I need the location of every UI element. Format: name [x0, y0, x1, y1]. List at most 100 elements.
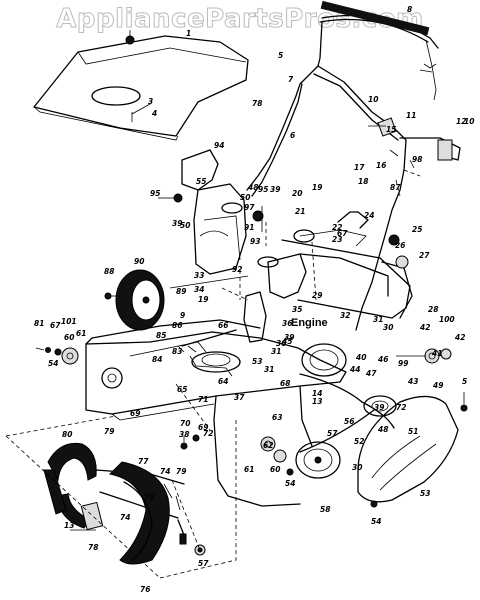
callout-number: 80 [62, 430, 72, 439]
callout-number: 69 [130, 409, 140, 418]
callout-number: 49 [433, 381, 443, 390]
callout-number: 53 [420, 489, 430, 498]
callout-number: 19 [312, 183, 322, 192]
callout-number: 39 [374, 403, 384, 412]
callout-number: 10 [368, 95, 378, 104]
callout-number: 86 [172, 321, 182, 330]
callout-number: 76 [140, 585, 150, 594]
callout-number: 17 [354, 163, 365, 172]
callout-number: 95 [150, 189, 160, 198]
callout-number: 39 [284, 333, 294, 342]
callout-number: 68 [280, 379, 290, 388]
callout-number: 66 [218, 321, 228, 330]
callout-number: 77 [138, 457, 149, 466]
callout-number: 67 [50, 321, 61, 330]
callout-number: 39 [270, 185, 280, 194]
callout-number: 7 [288, 75, 294, 84]
callout-number: 72 [396, 403, 406, 412]
callout-number: 92 [232, 265, 242, 274]
callout-number: 63 [272, 413, 282, 422]
callout-number: 6 [290, 131, 295, 140]
callout-number: 93 [250, 237, 260, 246]
callout-number: 48 [248, 183, 258, 192]
callout-number: 16 [376, 161, 386, 170]
callout-number: 71 [198, 395, 208, 404]
wheel [104, 269, 249, 331]
callout-number: 31 [271, 347, 281, 356]
callout-number: 15 [386, 125, 396, 134]
callout-number: 91 [244, 223, 254, 232]
callout-number: 42 [455, 333, 465, 342]
callout-number: 65 [177, 385, 187, 394]
callout-number: 19 [198, 295, 208, 304]
discharge-chute [158, 149, 264, 275]
callout-number: 99 [398, 359, 408, 368]
callout-number: 43 [408, 377, 418, 386]
callout-number: 26 [395, 241, 405, 250]
callout-number: 34 [194, 285, 204, 294]
handle-assembly [246, 0, 461, 331]
callout-number: 45 [282, 337, 292, 346]
callout-number: 5 [462, 377, 467, 386]
callout-number: 97 [244, 203, 255, 212]
callout-number: 14 [312, 389, 322, 398]
callout-number: 84 [152, 355, 162, 364]
alignment-lines [5, 169, 421, 579]
callout-number: 13 [312, 397, 322, 406]
callout-number: 30 [352, 463, 362, 472]
callout-number: 79 [176, 467, 186, 476]
callout-number: 60 [270, 465, 280, 474]
callout-number: 8 [407, 5, 412, 14]
callout-number: 28 [428, 305, 438, 314]
callout-number: 54 [285, 479, 295, 488]
callout-number: 83 [172, 347, 182, 356]
callout-number: 90 [134, 257, 144, 266]
callout-number: 3 [148, 97, 153, 106]
callout-number: 101 [61, 317, 77, 326]
callout-number: 46 [378, 355, 388, 364]
callout-number: 40 [356, 353, 366, 362]
callout-number: 36 [282, 319, 292, 328]
callout-number: 22 [332, 223, 342, 232]
callout-number: 5 [278, 51, 283, 60]
callout-number: 37 [234, 393, 245, 402]
callout-number: 27 [419, 251, 430, 260]
watermark: AppliancePartsPros.com [56, 4, 424, 35]
callout-number: 67 [337, 229, 348, 238]
callout-number: 44 [350, 365, 360, 374]
callout-number: 70 [180, 419, 190, 428]
callout-number: 41 [432, 349, 442, 358]
callout-number: 4 [152, 109, 157, 118]
callout-number: 85 [156, 331, 166, 340]
callout-number: 13 [64, 521, 74, 530]
lower-hardware [163, 434, 294, 556]
callout-number: 54 [371, 517, 381, 526]
callout-number: 88 [104, 267, 114, 276]
callout-number: 47 [366, 369, 377, 378]
callout-number: 48 [378, 425, 388, 434]
callout-number: 57 [198, 559, 209, 568]
callout-number: 25 [412, 225, 422, 234]
callout-number: 54 [48, 359, 58, 368]
callout-number: 89 [176, 287, 186, 296]
drive-belts-and-pulleys [295, 343, 452, 479]
callout-number: 57 [327, 429, 338, 438]
callout-number: 74 [120, 513, 130, 522]
belt-cover [357, 392, 468, 508]
callout-number: 61 [76, 329, 86, 338]
callout-number: 95 [258, 185, 268, 194]
auger-housing [85, 291, 347, 507]
callout-number: 69 [198, 423, 208, 432]
callout-number: 1 [186, 29, 191, 38]
callout-number: 79 [104, 427, 114, 436]
engine-block [257, 211, 413, 319]
callout-number: 38 [179, 430, 189, 439]
callout-number: 20 [292, 189, 302, 198]
callout-number: 50 [180, 221, 190, 230]
callout-number: 75 [144, 493, 154, 502]
callout-number: 78 [252, 99, 262, 108]
callout-number: 29 [312, 291, 322, 300]
callout-number: 56 [344, 417, 354, 426]
